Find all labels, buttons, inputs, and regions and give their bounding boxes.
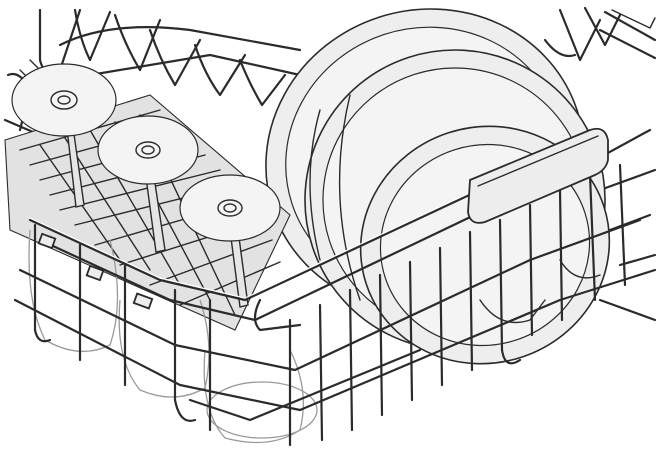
rack-vertical-wires (33, 163, 627, 447)
rack-tines-back (3, 8, 302, 137)
rack-handle (467, 127, 609, 224)
wine-glass-3 (179, 174, 304, 444)
wine-glasses (11, 63, 318, 444)
wine-glass-2 (97, 115, 210, 398)
glass-rim-bottom (206, 381, 318, 439)
rail-clips (37, 232, 154, 310)
wine-glass-1 (11, 63, 119, 353)
